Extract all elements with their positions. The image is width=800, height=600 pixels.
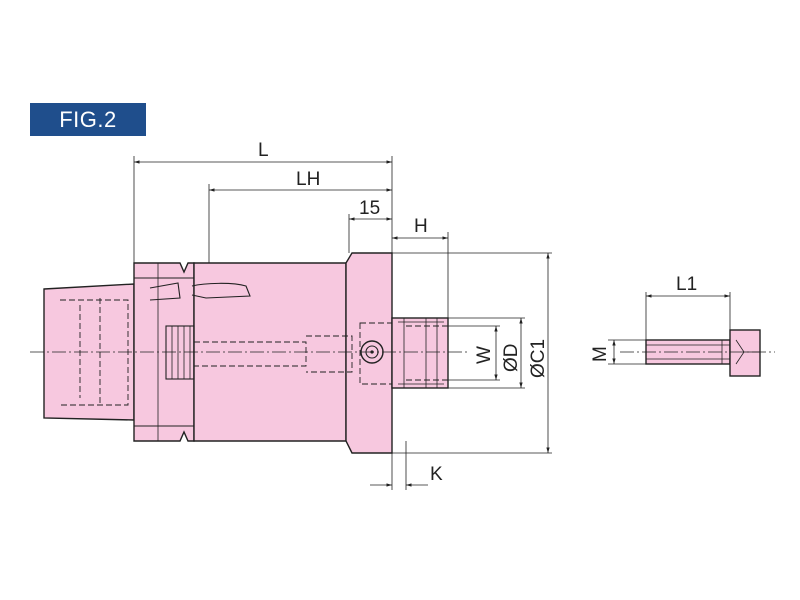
figure-badge: FIG.2 [30,103,146,136]
dim-label-C1: ØC1 [528,339,549,378]
arbor-stub [391,317,449,389]
dimension-lines [133,156,731,490]
dim-label-D: ØD [501,344,522,373]
dim-label-H: H [414,216,428,237]
clamp-bolt [620,329,775,377]
dim-label-W: W [474,346,495,364]
dim-label-15: 15 [359,198,380,219]
dim-label-L: L [258,140,269,161]
dim-label-LH: LH [296,169,320,190]
dim-label-L1: L1 [676,274,697,295]
tool-holder-body [30,252,470,454]
dim-label-M: M [590,346,611,362]
dim-label-K: K [430,464,443,485]
